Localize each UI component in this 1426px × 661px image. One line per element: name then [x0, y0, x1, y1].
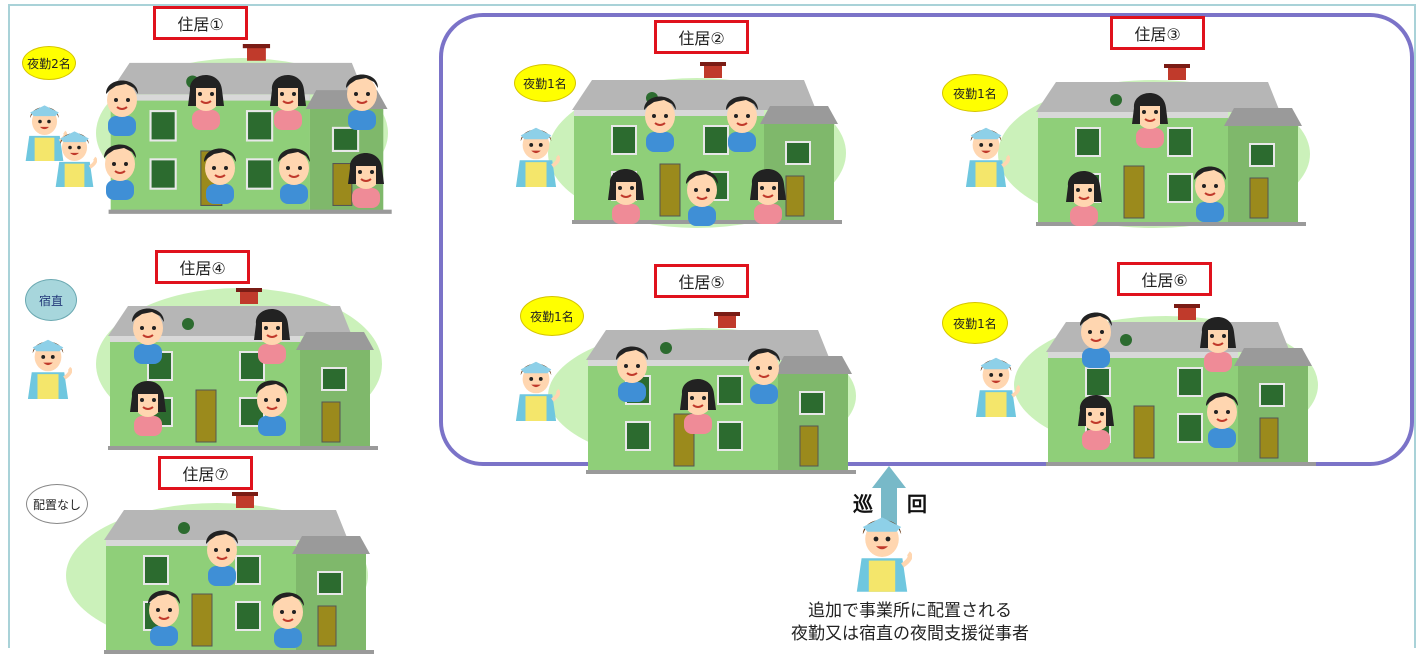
- residence-3-staff-icon: [962, 122, 1011, 191]
- residence-1-staff-icon: [22, 100, 68, 165]
- boy-resident-icon: [1074, 304, 1118, 372]
- boy-resident-icon: [98, 136, 142, 204]
- boy-resident-icon: [142, 582, 186, 650]
- boy-resident-icon: [1200, 384, 1244, 452]
- up-arrow-icon: [872, 466, 906, 530]
- residence-4-staff-icon: [24, 334, 73, 403]
- caption-line-1: 追加で事業所に配置される: [808, 601, 1012, 621]
- patrol-group-boundary: [439, 13, 1414, 466]
- residence-6-staff-icon: [972, 352, 1021, 421]
- residence-2-label: 住居②: [654, 20, 749, 54]
- boy-resident-icon: [126, 300, 170, 368]
- patrol-label-left: 巡: [853, 492, 873, 516]
- patrol-staff-icon: [852, 510, 913, 596]
- girl-resident-icon: [126, 372, 170, 440]
- residence-7-staffing-badge: 配置なし: [26, 484, 88, 524]
- residence-2-staff-icon: [512, 122, 561, 191]
- girl-resident-icon: [344, 144, 388, 212]
- boy-resident-icon: [680, 162, 724, 230]
- boy-resident-icon: [1188, 158, 1232, 226]
- girl-resident-icon: [1128, 84, 1172, 152]
- patrol-label-right: 回: [907, 492, 927, 516]
- girl-resident-icon: [746, 160, 790, 228]
- boy-resident-icon: [720, 88, 764, 156]
- residence-5-label: 住居⑤: [654, 264, 749, 298]
- residence-6-label: 住居⑥: [1117, 262, 1212, 296]
- girl-resident-icon: [1196, 308, 1240, 376]
- outer-frame: [8, 4, 1416, 648]
- residence-3-staffing-badge: 夜勤1名: [942, 74, 1008, 112]
- residence-1-staff-icon: [52, 126, 98, 191]
- boy-resident-icon: [266, 584, 310, 652]
- boy-resident-icon: [610, 338, 654, 406]
- girl-resident-icon: [1074, 386, 1118, 454]
- boy-resident-icon: [638, 88, 682, 156]
- residence-7-label: 住居⑦: [158, 456, 253, 490]
- residence-5-staffing-badge: 夜勤1名: [520, 296, 584, 336]
- boy-resident-icon: [340, 66, 384, 134]
- girl-resident-icon: [266, 66, 310, 134]
- boy-resident-icon: [198, 140, 242, 208]
- girl-resident-icon: [604, 160, 648, 228]
- boy-resident-icon: [200, 522, 244, 590]
- residence-3-label: 住居③: [1110, 16, 1205, 50]
- residence-5-staff-icon: [512, 356, 561, 425]
- girl-resident-icon: [676, 370, 720, 438]
- residence-1-label: 住居①: [153, 6, 248, 40]
- residence-1-staffing-badge: 夜勤2名: [22, 46, 76, 80]
- residence-2-staffing-badge: 夜勤1名: [514, 64, 576, 102]
- residence-5-house-icon: [578, 312, 858, 481]
- boy-resident-icon: [250, 372, 294, 440]
- boy-resident-icon: [742, 340, 786, 408]
- residence-4-staffing-badge: 宿直: [25, 279, 77, 321]
- girl-resident-icon: [184, 66, 228, 134]
- residence-4-label: 住居④: [155, 250, 250, 284]
- girl-resident-icon: [250, 300, 294, 368]
- girl-resident-icon: [1062, 162, 1106, 230]
- boy-resident-icon: [272, 140, 316, 208]
- residence-6-staffing-badge: 夜勤1名: [942, 302, 1008, 344]
- boy-resident-icon: [100, 72, 144, 140]
- caption-line-2: 夜勤又は宿直の夜間支援従事者: [791, 624, 1029, 644]
- residence-7-house-icon: [96, 492, 376, 661]
